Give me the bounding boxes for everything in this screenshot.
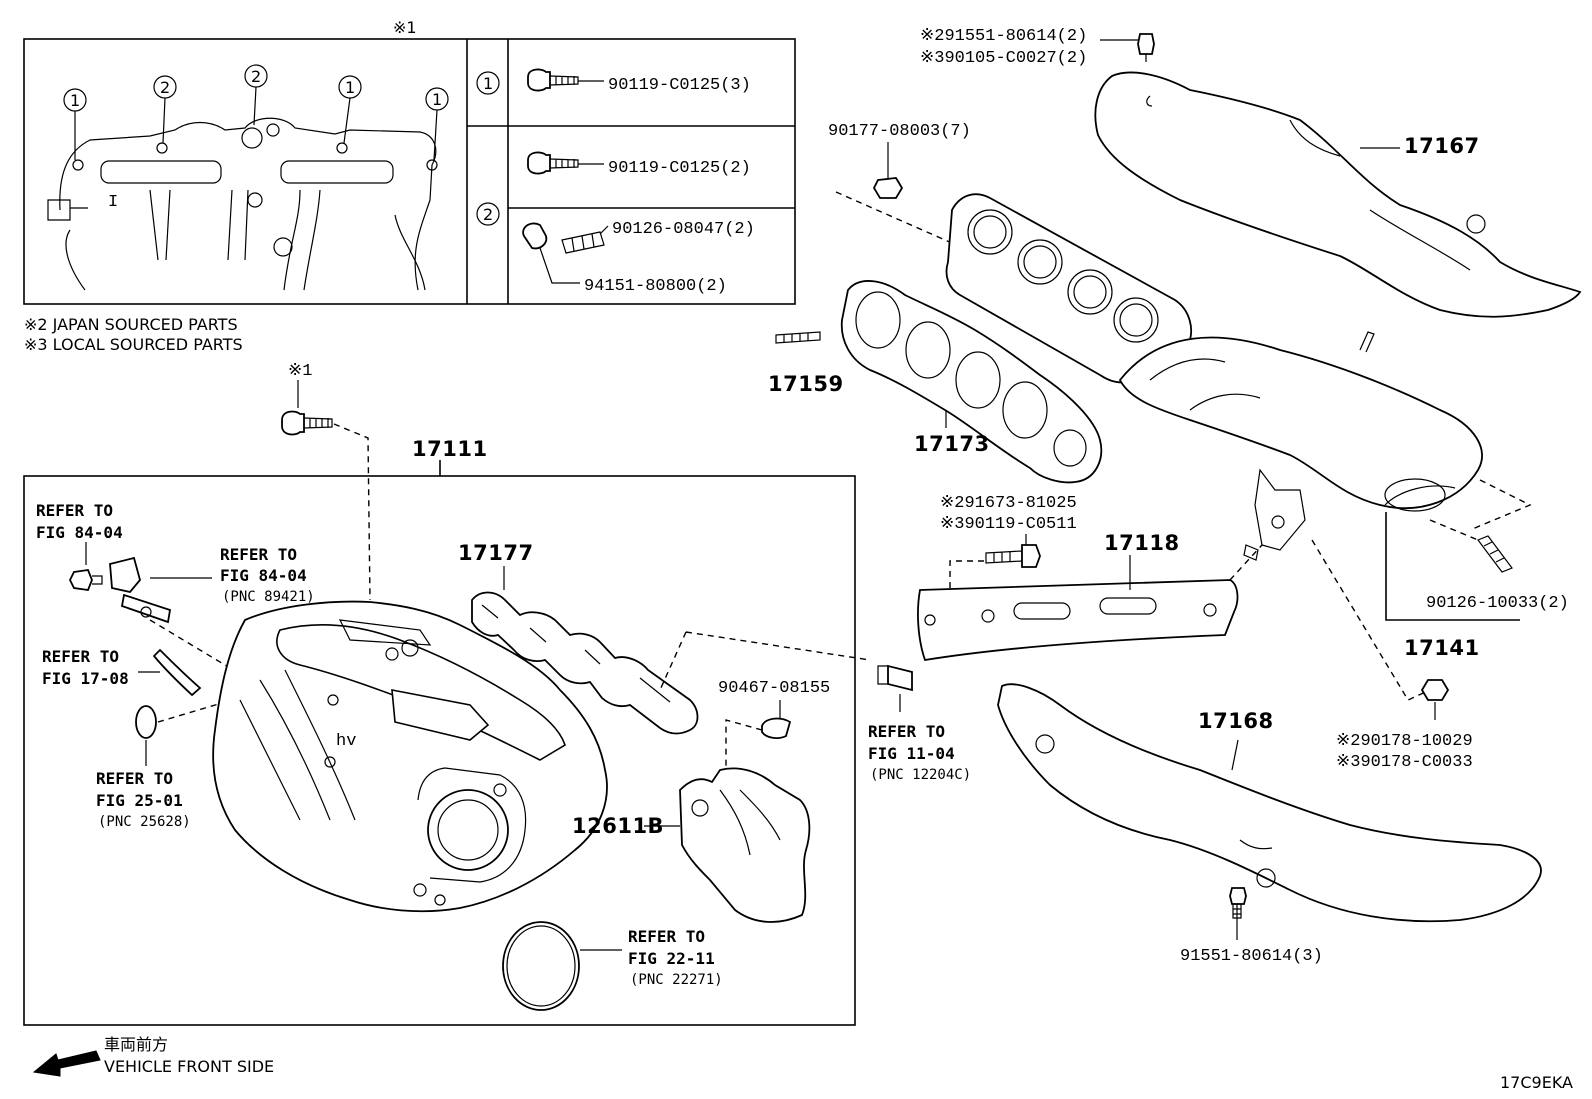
- bolt-91551-top: [1137, 33, 1155, 62]
- svg-text:1: 1: [432, 90, 442, 109]
- inset-part-94151-80800: 94151-80800(2): [584, 277, 727, 296]
- part-90467-08155: 90467-08155: [718, 679, 830, 698]
- clip-90467: [761, 717, 792, 739]
- hose-17-08: [152, 648, 202, 697]
- part-90126-10033: 90126-10033(2): [1426, 594, 1569, 613]
- part-90105-C0027-2: ※390105-C0027(2): [920, 49, 1087, 68]
- note-japan-sourced: ※2 JAPAN SOURCED PARTS: [24, 315, 238, 334]
- refer-2-line2: FIG 84-04: [220, 566, 307, 585]
- bolt-inset-ref: [281, 410, 333, 436]
- svg-text:I: I: [108, 193, 118, 212]
- inset-part-90119-C0125-3: 90119-C0125(3): [608, 76, 751, 95]
- gasket-25628: [135, 705, 157, 739]
- inset-row-keys: 1 2: [476, 71, 500, 226]
- gasket-17173: [840, 280, 1103, 484]
- inset-panel: ※1 I 1 2: [23, 18, 796, 305]
- refer-5-line1: REFER TO: [868, 722, 945, 741]
- exhaust-manifold-17141: [945, 193, 1483, 561]
- marker-1: ※1: [288, 362, 312, 381]
- part-90119-C0511: ※390119-C0511: [940, 515, 1077, 534]
- gasket-22271: [502, 921, 580, 1011]
- front-side-en: VEHICLE FRONT SIDE: [104, 1057, 274, 1076]
- refer-6-line2: FIG 22-11: [628, 949, 715, 968]
- inset-callouts: 1 2 2 1 1: [63, 64, 449, 161]
- svg-text:2: 2: [483, 205, 493, 224]
- refer-1-line2: FIG 84-04: [36, 523, 123, 542]
- label-17167: 17167: [1404, 134, 1480, 158]
- nut-90178: [1420, 679, 1450, 701]
- svg-text:hv: hv: [336, 732, 356, 751]
- refer-4-line1: REFER TO: [96, 769, 173, 788]
- sensor-89421: [109, 556, 172, 624]
- sensor-bolt: [68, 569, 103, 591]
- part-91551-80614-3: 91551-80614(3): [1180, 947, 1323, 966]
- label-17118: 17118: [1104, 531, 1180, 555]
- refer-6-pnc: (PNC 22271): [630, 972, 723, 988]
- label-17177: 17177: [458, 541, 534, 565]
- figure-code: 17C9EKA: [1500, 1073, 1573, 1092]
- part-90178-10029: ※290178-10029: [1336, 732, 1473, 751]
- note-local-sourced: ※3 LOCAL SOURCED PARTS: [24, 335, 243, 354]
- inset-part-90119-C0125-2: 90119-C0125(2): [608, 159, 751, 178]
- heat-insulator-17167: [1094, 71, 1582, 318]
- svg-text:1: 1: [70, 91, 80, 110]
- intake-manifold-17111: hv: [212, 600, 608, 913]
- refer-2-line1: REFER TO: [220, 545, 297, 564]
- front-arrow-icon: [32, 1050, 101, 1077]
- pcv-fitting: [877, 664, 913, 692]
- part-90177-08003: 90177-08003(7): [828, 122, 971, 141]
- bracket-12611B: [679, 767, 811, 923]
- inset-bolt-icons: [522, 68, 605, 254]
- svg-text:2: 2: [160, 78, 170, 97]
- refer-6-line1: REFER TO: [628, 927, 705, 946]
- refer-4-line2: FIG 25-01: [96, 791, 183, 810]
- inset-part-90126-08047: 90126-08047(2): [612, 220, 755, 239]
- svg-text:2: 2: [251, 67, 261, 86]
- inset-manifold-sketch: I: [47, 117, 438, 291]
- label-12611B: 12611B: [572, 814, 664, 838]
- stud-90126-10033: [1477, 535, 1513, 573]
- gasket-17177: [471, 591, 699, 735]
- heat-insulator-17168: [997, 683, 1542, 923]
- inset-marker: ※1: [393, 18, 417, 37]
- label-17111: 17111: [412, 437, 488, 461]
- label-17173: 17173: [914, 432, 990, 456]
- refer-5-pnc: (PNC 12204C): [870, 767, 971, 783]
- label-17141: 17141: [1404, 636, 1480, 660]
- label-17168: 17168: [1198, 709, 1274, 733]
- refer-5-line2: FIG 11-04: [868, 744, 955, 763]
- refer-1-line1: REFER TO: [36, 501, 113, 520]
- label-17159: 17159: [768, 372, 844, 396]
- front-side-jp: 車両前方: [104, 1035, 168, 1054]
- refer-4-pnc: (PNC 25628): [98, 814, 191, 830]
- part-90178-C0033: ※390178-C0033: [1336, 753, 1473, 772]
- part-91551-80614-2: ※291551-80614(2): [920, 27, 1087, 46]
- refer-2-pnc: (PNC 89421): [222, 589, 315, 605]
- bracket-17118: [917, 579, 1239, 662]
- inset-frame: [23, 38, 796, 305]
- svg-text:1: 1: [345, 78, 355, 97]
- refer-3-line2: FIG 17-08: [42, 669, 129, 688]
- stud-17159: [775, 331, 821, 344]
- bolt-91551-bottom: [1229, 887, 1247, 919]
- refer-3-line1: REFER TO: [42, 647, 119, 666]
- bolt-91673: [985, 544, 1041, 568]
- svg-text:1: 1: [483, 74, 493, 93]
- nut-90177: [872, 177, 904, 199]
- part-91673-81025: ※291673-81025: [940, 494, 1077, 513]
